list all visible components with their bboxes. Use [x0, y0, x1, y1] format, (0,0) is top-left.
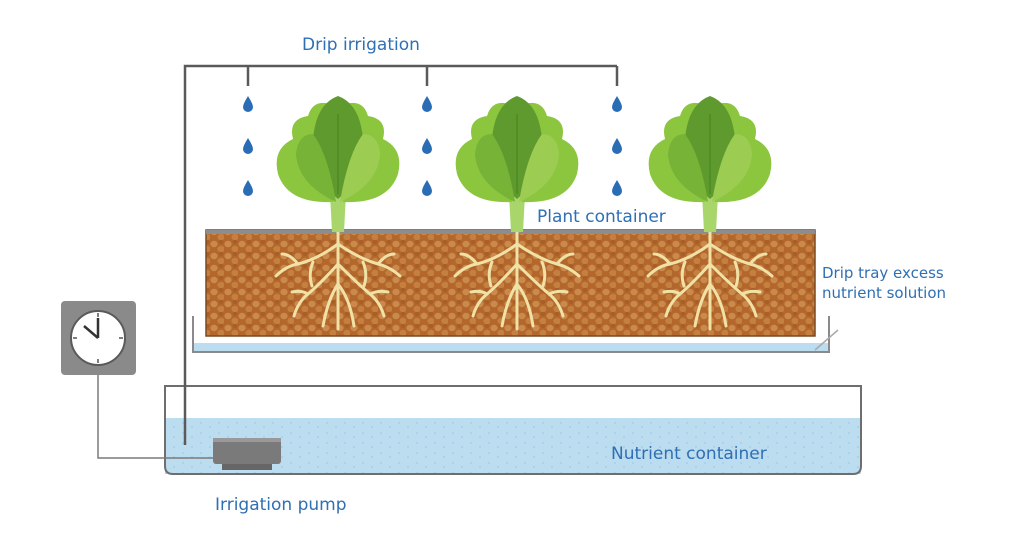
drip-tray	[192, 316, 839, 353]
drip-tray-label-line2: nutrient solution	[822, 284, 947, 302]
water-drop-icon	[422, 138, 432, 154]
water-drop-icon	[243, 96, 253, 112]
water-drop-icon	[422, 180, 432, 196]
water-drop-icon	[422, 96, 432, 112]
water-drop-icon	[612, 138, 622, 154]
pump-icon	[213, 438, 281, 470]
irrigation-pipe	[183, 64, 619, 445]
water-drop-icon	[612, 96, 622, 112]
clock-icon	[61, 301, 136, 375]
timer-cable	[97, 375, 213, 459]
irrigation-pump-label: Irrigation pump	[215, 495, 347, 515]
nutrient-container	[164, 385, 862, 475]
water-drop-icon	[243, 180, 253, 196]
water-drops	[243, 96, 622, 196]
plant-container-label: Plant container	[537, 207, 666, 227]
water-drop-icon	[243, 138, 253, 154]
nutrient-container-label: Nutrient container	[611, 444, 767, 464]
drip-irrigation-label: Drip irrigation	[302, 35, 420, 55]
water-drop-icon	[612, 180, 622, 196]
drip-tray-label-line1: Drip tray excess	[822, 264, 944, 282]
